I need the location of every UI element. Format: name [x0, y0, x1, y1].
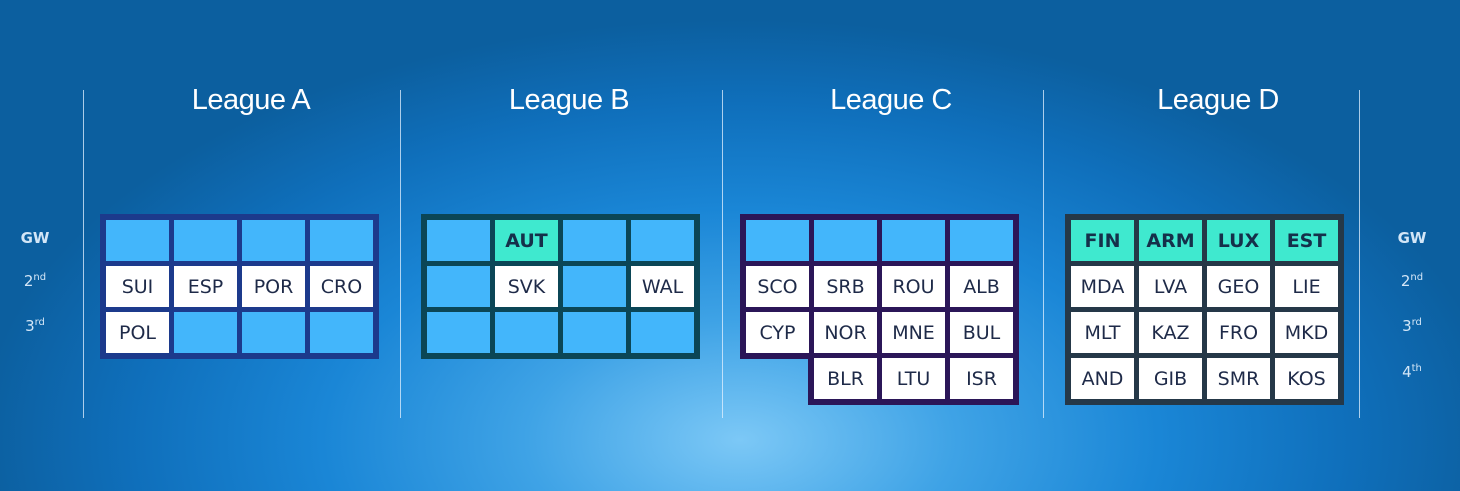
empty-slot: [631, 312, 694, 353]
gw-header: GW: [1397, 229, 1427, 247]
team-cell-aut: AUT: [495, 220, 558, 261]
team-cell-esp: ESP: [174, 266, 237, 307]
team-cell-geo: GEO: [1207, 266, 1270, 307]
league-c-heading: League C: [830, 84, 952, 116]
team-cell-pol: POL: [106, 312, 169, 353]
team-cell-wal: WAL: [631, 266, 694, 307]
empty-slot: [106, 220, 169, 261]
empty-slot: [950, 220, 1013, 261]
empty-slot: [746, 220, 809, 261]
divider: [83, 90, 84, 418]
empty-slot: [427, 220, 490, 261]
team-cell-cro: CRO: [310, 266, 373, 307]
divider: [1359, 90, 1360, 418]
empty-slot: [631, 220, 694, 261]
team-cell-mkd: MKD: [1275, 312, 1338, 353]
empty-slot: [563, 312, 626, 353]
team-cell-lux: LUX: [1207, 220, 1270, 261]
gw-row-2nd: 2nd: [23, 272, 47, 290]
league-d-heading: League D: [1157, 84, 1279, 116]
team-cell-gib: GIB: [1139, 358, 1202, 399]
team-cell-est: EST: [1275, 220, 1338, 261]
empty-slot: [174, 220, 237, 261]
team-cell-mda: MDA: [1071, 266, 1134, 307]
gw-header: GW: [20, 229, 50, 247]
team-cell-kos: KOS: [1275, 358, 1338, 399]
empty-slot: [242, 312, 305, 353]
divider: [1043, 90, 1044, 418]
team-cell-and: AND: [1071, 358, 1134, 399]
team-cell-alb: ALB: [950, 266, 1013, 307]
team-cell-lva: LVA: [1139, 266, 1202, 307]
empty-slot: [814, 220, 877, 261]
empty-slot: [310, 312, 373, 353]
divider: [722, 90, 723, 418]
team-cell-ltu: LTU: [882, 358, 945, 399]
gw-row-3rd: 3rd: [1402, 317, 1422, 335]
league-a-heading: League A: [191, 84, 311, 116]
empty-slot: [174, 312, 237, 353]
empty-slot: [495, 312, 558, 353]
team-cell-mne: MNE: [882, 312, 945, 353]
divider: [400, 90, 401, 418]
team-cell-sco: SCO: [746, 266, 809, 307]
league-b-heading: League B: [508, 84, 630, 116]
team-cell-fin: FIN: [1071, 220, 1134, 261]
team-cell-bul: BUL: [950, 312, 1013, 353]
team-cell-cyp: CYP: [746, 312, 809, 353]
empty-slot: [427, 266, 490, 307]
empty-slot: [427, 312, 490, 353]
team-cell-sui: SUI: [106, 266, 169, 307]
gw-row-3rd: 3rd: [25, 317, 45, 335]
team-cell-srb: SRB: [814, 266, 877, 307]
empty-slot: [563, 266, 626, 307]
team-cell-blr: BLR: [814, 358, 877, 399]
team-cell-smr: SMR: [1207, 358, 1270, 399]
empty-slot: [882, 220, 945, 261]
team-cell-isr: ISR: [950, 358, 1013, 399]
empty-slot: [563, 220, 626, 261]
team-cell-por: POR: [242, 266, 305, 307]
team-cell-lie: LIE: [1275, 266, 1338, 307]
team-cell-nor: NOR: [814, 312, 877, 353]
team-cell-mlt: MLT: [1071, 312, 1134, 353]
team-cell-rou: ROU: [882, 266, 945, 307]
team-cell-fro: FRO: [1207, 312, 1270, 353]
team-cell-arm: ARM: [1139, 220, 1202, 261]
gw-row-2nd: 2nd: [1400, 272, 1424, 290]
team-cell-kaz: KAZ: [1139, 312, 1202, 353]
empty-slot: [242, 220, 305, 261]
gw-row-4th: 4th: [1402, 363, 1422, 381]
empty-slot: [310, 220, 373, 261]
team-cell-svk: SVK: [495, 266, 558, 307]
